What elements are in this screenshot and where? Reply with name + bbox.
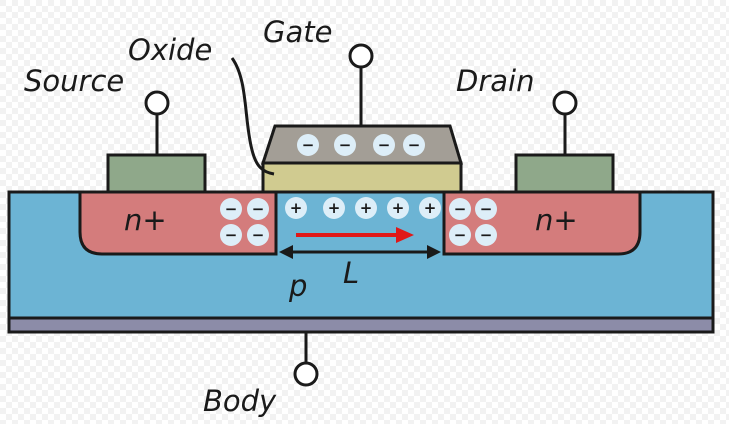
gate-charge-symbol-0: −	[302, 136, 315, 154]
drain-label: Drain	[456, 64, 534, 98]
channel-charge-symbol-9: +	[328, 199, 341, 217]
gate-charge-negative-3	[403, 134, 425, 156]
source-charge-symbol-6: −	[225, 226, 238, 244]
drain-charge-symbol-14: −	[480, 200, 493, 218]
oxide-layer	[261, 161, 463, 194]
source-label: Source	[24, 64, 124, 98]
gate-charge-negative-2	[373, 134, 395, 156]
body-contact-plate	[7, 316, 715, 334]
source-charge-symbol-7: −	[252, 226, 265, 244]
gate-metal	[260, 124, 464, 165]
source-terminal	[144, 90, 170, 116]
source-charge-negative-7	[247, 224, 269, 246]
drain-charge-negative-15	[449, 224, 471, 246]
channel-charge-symbol-11: +	[392, 199, 405, 217]
drain-charge-negative-16	[475, 224, 497, 246]
oxide-pointer-line	[230, 57, 275, 176]
current-arrowhead	[396, 227, 414, 243]
body-terminal	[293, 361, 319, 387]
gate-charge-negative-0	[297, 134, 319, 156]
gate-charge-symbol-3: −	[408, 136, 421, 154]
channel-charge-positive-12	[419, 197, 441, 219]
source-n-plus-region	[78, 190, 278, 256]
channel-charge-positive-8	[285, 197, 307, 219]
source-charge-negative-4	[220, 198, 242, 220]
substrate-label: p	[288, 269, 307, 303]
source-charge-negative-6	[220, 224, 242, 246]
channel-length-label: L	[343, 256, 359, 290]
drain-region-label: n+	[535, 203, 578, 237]
gate-charge-negative-1	[334, 134, 356, 156]
channel-charge-symbol-12: +	[424, 199, 437, 217]
gate-charge-symbol-2: −	[378, 136, 391, 154]
drain-charge-symbol-16: −	[480, 226, 493, 244]
drain-contact	[514, 153, 615, 194]
source-contact	[106, 153, 207, 194]
charge-carriers: −−−−−−−−+++++−−−−	[220, 134, 497, 246]
gate-terminal	[348, 43, 374, 69]
gate-label: Gate	[263, 15, 332, 49]
body-label: Body	[203, 384, 277, 418]
drain-charge-symbol-13: −	[454, 200, 467, 218]
channel-length-arrowhead-right	[427, 245, 441, 259]
channel-charge-positive-10	[355, 197, 377, 219]
gate-charge-symbol-1: −	[339, 136, 352, 154]
channel-charge-positive-9	[323, 197, 345, 219]
drain-terminal	[552, 90, 578, 116]
channel-charge-positive-11	[387, 197, 409, 219]
channel-charge-symbol-10: +	[360, 199, 373, 217]
oxide-label: Oxide	[128, 33, 212, 67]
drain-charge-symbol-15: −	[454, 226, 467, 244]
source-charge-symbol-4: −	[225, 200, 238, 218]
drain-charge-negative-13	[449, 198, 471, 220]
source-charge-negative-5	[247, 198, 269, 220]
source-region-label: n+	[124, 203, 167, 237]
channel-length-arrowhead-left	[279, 245, 293, 259]
source-charge-symbol-5: −	[252, 200, 265, 218]
channel-charge-symbol-8: +	[290, 199, 303, 217]
drain-charge-negative-14	[475, 198, 497, 220]
